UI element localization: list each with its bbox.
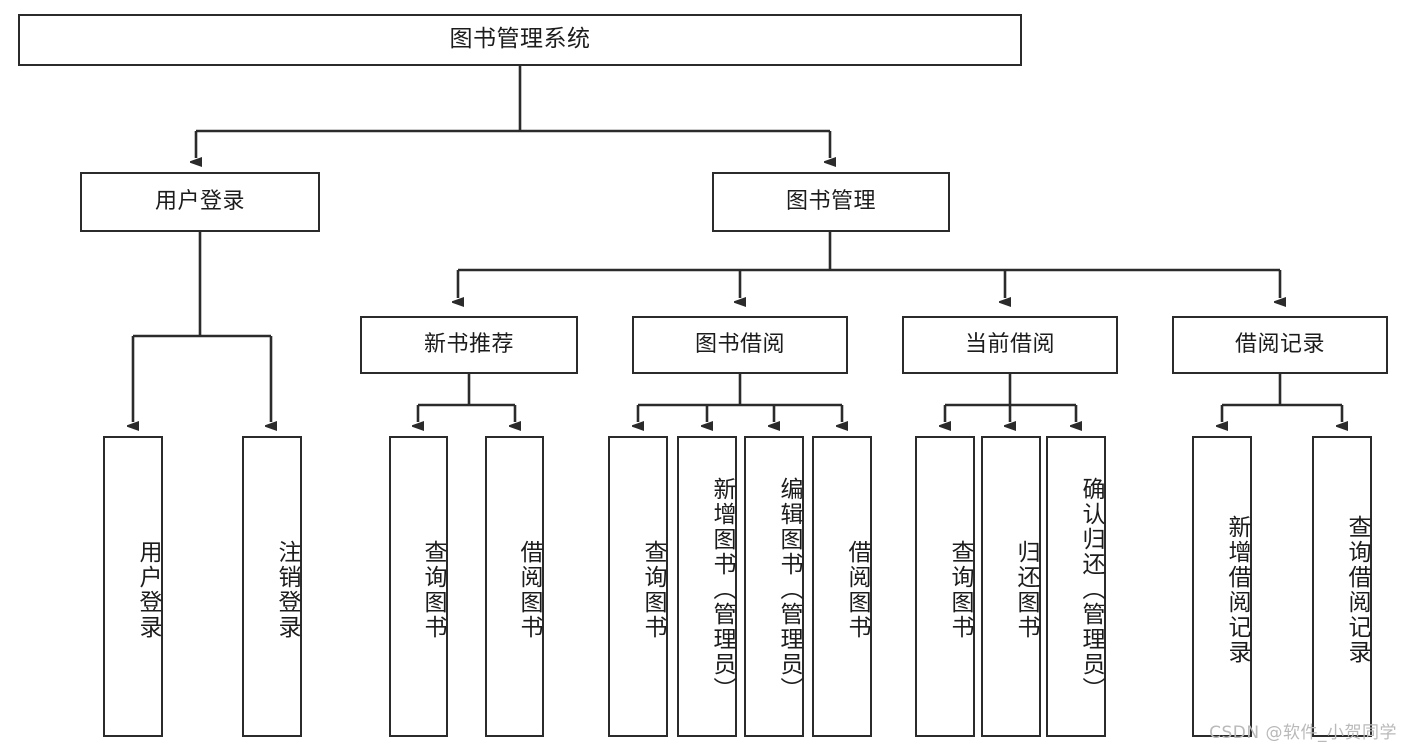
leaf-borrow-record-1[interactable]: 新增借阅记录 xyxy=(1192,436,1252,737)
leaf-current-borrow-1-label: 查询图书 xyxy=(947,539,973,640)
leaf-current-borrow-1[interactable]: 查询图书 xyxy=(915,436,975,737)
leaf-user-login-2[interactable]: 注销登录 xyxy=(242,436,302,737)
node-root-label: 图书管理系统 xyxy=(449,26,591,53)
leaf-book-borrow-3-label: 编辑图书（管理员） xyxy=(776,477,802,702)
leaf-user-login-1[interactable]: 用户登录 xyxy=(103,436,163,737)
node-book-manage[interactable]: 图书管理 xyxy=(712,172,950,232)
leaf-current-borrow-3-label: 确认归还（管理员） xyxy=(1078,477,1104,702)
leaf-new-book-recommend-2-label: 借阅图书 xyxy=(516,539,542,640)
leaf-borrow-record-2-label: 查询借阅记录 xyxy=(1344,514,1370,665)
leaf-current-borrow-2[interactable]: 归还图书 xyxy=(981,436,1041,737)
leaf-user-login-2-label: 注销登录 xyxy=(274,539,300,640)
leaf-book-borrow-4[interactable]: 借阅图书 xyxy=(812,436,872,737)
node-new-book-recommend-label: 新书推荐 xyxy=(423,332,514,358)
leaf-user-login-1-label: 用户登录 xyxy=(135,539,161,640)
node-book-borrow-label: 图书借阅 xyxy=(694,332,785,358)
node-root[interactable]: 图书管理系统 xyxy=(18,14,1022,66)
leaf-book-borrow-2[interactable]: 新增图书（管理员） xyxy=(677,436,737,737)
node-borrow-record[interactable]: 借阅记录 xyxy=(1172,316,1388,374)
leaf-book-borrow-1-label: 查询图书 xyxy=(640,539,666,640)
watermark-text: CSDN @软件_小贺同学 xyxy=(1209,723,1397,743)
node-book-borrow[interactable]: 图书借阅 xyxy=(632,316,848,374)
leaf-new-book-recommend-2[interactable]: 借阅图书 xyxy=(485,436,544,737)
node-current-borrow[interactable]: 当前借阅 xyxy=(902,316,1118,374)
leaf-book-borrow-3[interactable]: 编辑图书（管理员） xyxy=(744,436,804,737)
node-book-manage-label: 图书管理 xyxy=(785,189,876,215)
node-user-login[interactable]: 用户登录 xyxy=(80,172,320,232)
node-current-borrow-label: 当前借阅 xyxy=(964,332,1055,358)
leaf-book-borrow-4-label: 借阅图书 xyxy=(844,539,870,640)
leaf-borrow-record-1-label: 新增借阅记录 xyxy=(1224,514,1250,665)
leaf-book-borrow-1[interactable]: 查询图书 xyxy=(608,436,668,737)
node-user-login-label: 用户登录 xyxy=(154,189,245,215)
node-new-book-recommend[interactable]: 新书推荐 xyxy=(360,316,578,374)
leaf-new-book-recommend-1-label: 查询图书 xyxy=(420,539,446,640)
leaf-current-borrow-2-label: 归还图书 xyxy=(1013,539,1039,640)
leaf-borrow-record-2[interactable]: 查询借阅记录 xyxy=(1312,436,1372,737)
leaf-new-book-recommend-1[interactable]: 查询图书 xyxy=(389,436,448,737)
leaf-current-borrow-3[interactable]: 确认归还（管理员） xyxy=(1046,436,1106,737)
node-borrow-record-label: 借阅记录 xyxy=(1234,332,1325,358)
leaf-book-borrow-2-label: 新增图书（管理员） xyxy=(709,477,735,702)
